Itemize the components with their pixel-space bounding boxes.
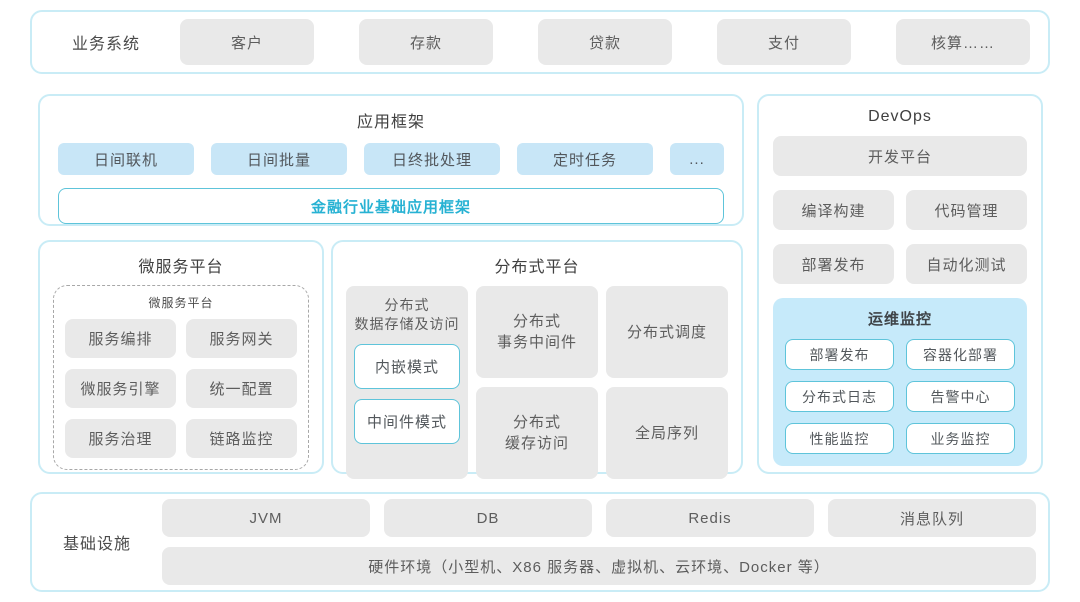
node-deposit: 存款 <box>359 19 493 65</box>
node-embedded-mode: 内嵌模式 <box>354 343 460 389</box>
node-daytime-online: 日间联机 <box>58 143 194 175</box>
node-db: DB <box>384 499 592 537</box>
node-alert-center: 告警中心 <box>906 381 1015 412</box>
infrastructure-content: JVM DB Redis 消息队列 硬件环境（小型机、X86 服务器、虚拟机、云… <box>162 499 1036 585</box>
app-framework-row: 日间联机 日间批量 日终批处理 定时任务 ... <box>58 143 724 175</box>
node-customer: 客户 <box>180 19 314 65</box>
node-loan: 贷款 <box>538 19 672 65</box>
node-business-monitoring: 业务监控 <box>906 423 1015 454</box>
infrastructure-label: 基础设施 <box>62 536 131 553</box>
node-daytime-batch: 日间批量 <box>211 143 347 175</box>
microservice-inner-title: 微服务平台 <box>148 296 214 310</box>
distributed-title: 分布式平台 <box>494 259 580 276</box>
ops-monitoring-title: 运维监控 <box>867 311 932 328</box>
section-infrastructure: 基础设施 JVM DB Redis 消息队列 硬件环境（小型机、X86 服务器、… <box>30 492 1050 592</box>
node-distributed-scheduling: 分布式调度 <box>606 286 728 378</box>
infrastructure-row: JVM DB Redis 消息队列 <box>162 499 1036 537</box>
node-accounting-etc: 核算…… <box>896 19 1030 65</box>
distributed-data-storage-label: 分布式 数据存储及访问 <box>354 297 460 332</box>
node-automated-testing: 自动化测试 <box>906 244 1027 284</box>
microservice-grid: 服务编排 服务网关 微服务引擎 统一配置 服务治理 链路监控 <box>65 319 297 458</box>
section-business-system: 业务系统 客户 存款 贷款 支付 核算…… <box>30 10 1050 74</box>
node-service-governance: 服务治理 <box>65 419 176 458</box>
node-dev-platform: 开发平台 <box>773 136 1027 176</box>
panel-ops-monitoring: 运维监控 部署发布 容器化部署 分布式日志 告警中心 性能监控 业务监控 <box>773 298 1027 466</box>
node-deploy-release: 部署发布 <box>773 244 894 284</box>
node-service-gateway: 服务网关 <box>186 319 297 358</box>
node-ops-deploy-release: 部署发布 <box>785 339 894 370</box>
node-finance-base-framework: 金融行业基础应用框架 <box>58 188 724 224</box>
node-microservice-engine: 微服务引擎 <box>65 369 176 408</box>
node-eod-batch: 日终批处理 <box>364 143 500 175</box>
node-distributed-data-storage: 分布式 数据存储及访问 内嵌模式 中间件模式 <box>346 286 468 479</box>
node-trace-monitoring: 链路监控 <box>186 419 297 458</box>
section-app-framework: 应用框架 日间联机 日间批量 日终批处理 定时任务 ... 金融行业基础应用框架 <box>38 94 744 226</box>
node-performance-monitoring: 性能监控 <box>785 423 894 454</box>
node-jvm: JVM <box>162 499 370 537</box>
node-more-ellipsis: ... <box>670 143 724 175</box>
section-devops: DevOps 开发平台 编译构建 代码管理 部署发布 自动化测试 运维监控 部署… <box>757 94 1043 474</box>
node-build: 编译构建 <box>773 190 894 230</box>
app-framework-title: 应用框架 <box>356 114 425 131</box>
node-payment: 支付 <box>717 19 851 65</box>
section-microservice-platform: 微服务平台 微服务平台 服务编排 服务网关 微服务引擎 统一配置 服务治理 链路… <box>38 240 324 474</box>
distributed-grid: 分布式 数据存储及访问 内嵌模式 中间件模式 分布式 事务中间件 分布式调度 分… <box>346 286 728 479</box>
node-container-deploy: 容器化部署 <box>906 339 1015 370</box>
business-system-label: 业务系统 <box>71 36 140 53</box>
section-distributed-platform: 分布式平台 分布式 数据存储及访问 内嵌模式 中间件模式 分布式 事务中间件 分… <box>331 240 743 479</box>
node-scheduled-tasks: 定时任务 <box>517 143 653 175</box>
node-unified-config: 统一配置 <box>186 369 297 408</box>
node-hardware-environment: 硬件环境（小型机、X86 服务器、虚拟机、云环境、Docker 等） <box>162 547 1036 585</box>
microservice-dashed-group: 微服务平台 服务编排 服务网关 微服务引擎 统一配置 服务治理 链路监控 <box>53 285 309 470</box>
node-distributed-cache-access: 分布式 缓存访问 <box>476 387 598 479</box>
node-message-queue: 消息队列 <box>828 499 1036 537</box>
devops-tools-grid: 编译构建 代码管理 部署发布 自动化测试 <box>773 190 1027 284</box>
ops-monitoring-grid: 部署发布 容器化部署 分布式日志 告警中心 性能监控 业务监控 <box>785 339 1015 454</box>
node-distributed-logging: 分布式日志 <box>785 381 894 412</box>
business-system-row: 客户 存款 贷款 支付 核算…… <box>180 19 1030 65</box>
node-middleware-mode: 中间件模式 <box>354 398 460 444</box>
node-redis: Redis <box>606 499 814 537</box>
node-code-management: 代码管理 <box>906 190 1027 230</box>
node-distributed-transaction-middleware: 分布式 事务中间件 <box>476 286 598 378</box>
microservice-title: 微服务平台 <box>138 259 224 276</box>
devops-title: DevOps <box>868 108 932 125</box>
node-global-sequence: 全局序列 <box>606 387 728 479</box>
node-service-orchestration: 服务编排 <box>65 319 176 358</box>
